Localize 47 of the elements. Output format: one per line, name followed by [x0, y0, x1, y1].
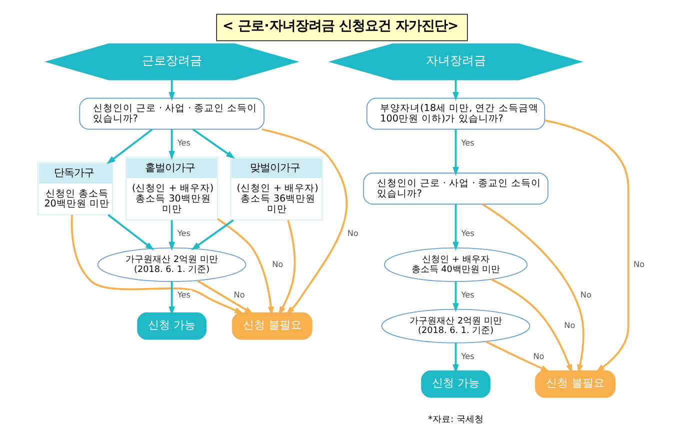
arrow	[452, 342, 459, 374]
arrow	[544, 120, 630, 372]
arrow	[217, 218, 274, 316]
arrow	[262, 128, 348, 315]
edge-label: Yes	[461, 350, 474, 361]
node-box: 부양자녀(18세 미만, 연간 소득금액 100만원 이하)가 있습니까?	[366, 98, 546, 130]
arrow	[168, 220, 175, 251]
edge-label: Yes	[177, 137, 190, 148]
node-box: 신청 불필요	[232, 312, 312, 340]
arrow	[490, 278, 572, 374]
arrow	[168, 80, 175, 102]
node-ellipse: 가구원재산 2억원 미만 (2018. 6. 1. 기준)	[381, 308, 530, 344]
arrow	[168, 129, 175, 160]
arrow	[191, 219, 234, 250]
edge-label: No	[272, 258, 284, 269]
edge-label: Yes	[461, 228, 474, 238]
edge-label: No	[580, 289, 592, 300]
node-box: 신청 불필요	[535, 370, 616, 398]
node-box: 신청인이 근로 · 사업 · 종교인 소득이 있습니까?	[363, 172, 548, 205]
edge-label: No	[533, 350, 544, 361]
arrow	[452, 129, 459, 176]
arrow	[108, 214, 154, 250]
edge-label: Yes	[461, 137, 474, 148]
arrow	[452, 204, 459, 251]
node-ellipse: 가구원재산 2억원 미만 (2018. 6. 1. 기준)	[97, 247, 246, 282]
edge-label: Yes	[461, 289, 474, 300]
edge-label: No	[234, 289, 245, 300]
label: *자료: 국세청	[428, 414, 484, 425]
arrow	[196, 280, 254, 314]
arrow	[485, 340, 550, 372]
arrow	[192, 128, 236, 159]
arrow	[452, 80, 459, 102]
node-ellipse: 신청인 + 배우자 총소득 40백만원 미만	[384, 247, 528, 282]
edge-label: Yes	[177, 289, 190, 300]
arrow	[106, 128, 153, 164]
diagram-title: < 근로·자녀장려금 신청요건 자가진단>	[222, 18, 459, 34]
edge-label: No	[347, 228, 358, 238]
edge-label: No	[634, 258, 645, 269]
arrow	[452, 281, 459, 312]
arrow	[482, 203, 584, 374]
arrow	[278, 220, 296, 316]
node-box: 신청인이 근로 · 사업 · 종교인 소득이 있습니까?	[79, 98, 264, 130]
node-box: 신청 가능	[137, 312, 206, 340]
edge-label: No	[564, 320, 576, 330]
node-box: 신청 가능	[421, 370, 490, 398]
arrow	[70, 214, 244, 314]
edge-label: Yes	[177, 228, 190, 238]
